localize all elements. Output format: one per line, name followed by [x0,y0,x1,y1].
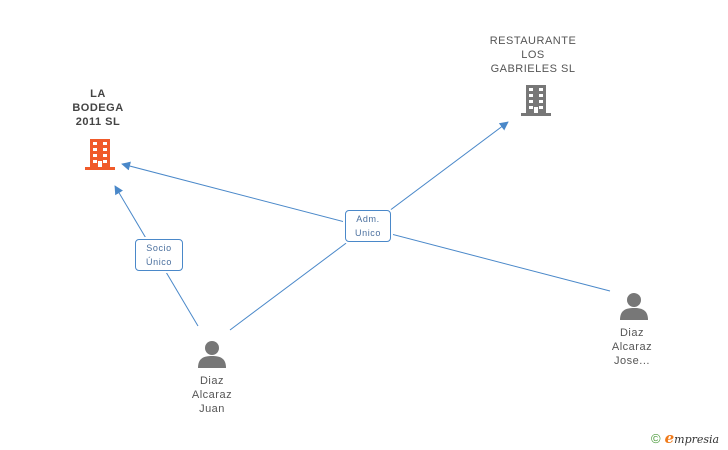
company-label-la-bodega: LA BODEGA 2011 SL [72,88,124,128]
copyright-symbol: © [651,430,661,446]
building-icon[interactable] [520,83,552,117]
person-icon[interactable] [619,291,649,321]
footer-brand: © empresia [651,429,719,447]
edge-label-socio-unico[interactable]: Socio Único [135,239,183,271]
person-icon[interactable] [197,339,227,369]
person-label-diaz-alcaraz-jose: Diaz Alcaraz Jose... [611,327,653,367]
empresia-logo[interactable]: empresia [664,429,720,447]
person-label-diaz-alcaraz-juan: Diaz Alcaraz Juan [191,375,233,415]
company-label-restaurante: RESTAURANTE LOS GABRIELES SL [489,35,577,75]
building-icon[interactable] [84,137,116,171]
edge-label-adm-unico[interactable]: Adm. Unico [345,210,391,242]
